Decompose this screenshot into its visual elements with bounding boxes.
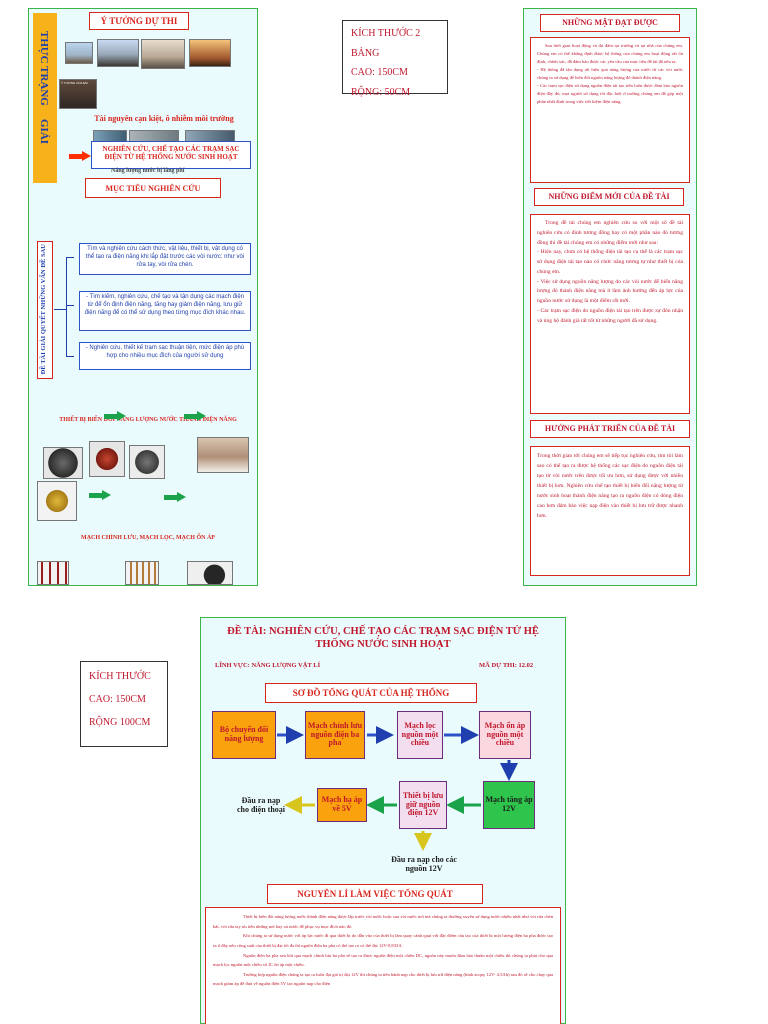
field-label: LĨNH VỰC: NĂNG LƯỢNG VẬT LÍ [215, 662, 321, 669]
poster-title-prefix: ĐỀ TÀI: [227, 626, 267, 637]
size-box-two-boards-width: RỘNG: 50CM [351, 86, 411, 98]
turbine-photo-1 [43, 447, 83, 479]
node-energy-converter: Bộ chuyển đổi năng lượng [212, 711, 276, 759]
left-poster-board: Ý TƯỞNG DỰ THI THỰC TRẠNG GIẢI Ý TƯỞNG C… [28, 8, 258, 586]
objective-item-1: Tìm và nghiên cứu cách thức, vật liệu, t… [79, 243, 251, 275]
poster-title: ĐỀ TÀI: NGHIÊN CỨU, CHẾ TẠO CÁC TRẠM SẠC… [205, 625, 561, 651]
achievements-header: NHỮNG MẶT ĐẠT ĐƯỢC [540, 14, 680, 32]
objective-item-3: - Nghiên cứu, thiết kế trạm sạc thuận ti… [79, 342, 251, 370]
size-box-main-board: KÍCH THƯỚC CAO: 150CM RỘNG 100CM [80, 661, 168, 747]
arrow-red-icon [69, 151, 91, 161]
pollution-photo-1 [65, 42, 93, 64]
group-label-box [37, 241, 53, 379]
node-battery-12v: Thiết bị lưu giữ nguồn điện 12V [399, 781, 447, 829]
idea-photo: Ý TƯỞNG CỦA EM [59, 79, 97, 109]
students-photo [197, 437, 249, 473]
wasted-water-caption: Năng lượng nước bị lãng phí [111, 168, 185, 174]
idea-title: Ý TƯỞNG DỰ THI [89, 12, 189, 30]
pollution-photo-2 [97, 39, 139, 67]
circuit-photo-1 [37, 561, 69, 585]
bracket-vertical [66, 257, 67, 357]
bracket-tick-1 [66, 257, 74, 258]
principle-paragraph-1: Thiết bị biến đổi năng lượng nước thành … [213, 914, 553, 929]
circuit-photo-2 [125, 561, 159, 585]
principle-header: NGUYÊN LÍ LÀM VIỆC TỔNG QUÁT [267, 884, 483, 904]
circuit-photo-3 [187, 561, 233, 585]
bracket-tick-3 [66, 356, 74, 357]
achievements-panel: Sau thời gian hoạt động và thi đấm tại t… [530, 37, 690, 183]
objective-item-2: - Tìm kiếm, nghiên cứu, chế tạo và tận d… [79, 291, 251, 331]
arrow-right-icon [104, 411, 126, 421]
size-box-main-board-height: CAO: 150CM [89, 694, 146, 705]
side-label-solution: GIẢI [38, 119, 50, 145]
bracket-tick-2 [66, 305, 74, 306]
size-box-main-board-width: RỘNG 100CM [89, 717, 151, 728]
principle-panel: Thiết bị biến đổi năng lượng nước thành … [205, 907, 561, 1024]
turbine-photo-3 [129, 445, 165, 479]
size-box-main-board-title: KÍCH THƯỚC [89, 671, 151, 682]
arrow-right-icon [89, 490, 111, 500]
turbine-photo-2 [89, 441, 125, 477]
main-poster-board: ĐỀ TÀI: NGHIÊN CỨU, CHẾ TẠO CÁC TRẠM SẠC… [200, 617, 566, 1024]
project-title-box: NGHIÊN CỨU, CHẾ TẠO CÁC TRẠM SẠC ĐIỆN TỪ… [91, 141, 251, 169]
right-poster-board: NHỮNG MẶT ĐẠT ĐƯỢC Sau thời gian hoạt độ… [523, 8, 697, 586]
new-points-paragraph-4: - Các trạm sạc điện do nguồn điện tái tạ… [537, 308, 683, 324]
size-box-two-boards: KÍCH THƯỚC 2 BẢNG CAO: 150CM RỘNG: 50CM [342, 20, 448, 98]
generator-photo [37, 481, 77, 521]
diagram-header: SƠ ĐỒ TỔNG QUÁT CỦA HỆ THỐNG [265, 683, 477, 703]
principle-paragraph-4: Trường hợp nguồn điện chúng ta tạo ra lu… [213, 971, 553, 987]
pollution-caption: Tài nguyên cạn kiệt, ô nhiễm môi trường [94, 114, 234, 123]
node-buck-5v: Mạch hạ áp về 5V [317, 788, 367, 822]
development-panel: Trong thời gian tới chúng em sẽ tiếp tục… [530, 446, 690, 576]
diagram-arrows [277, 726, 518, 851]
poster-title-line1: NGHIÊN CỨU, CHẾ TẠO CÁC TRẠM SẠC ĐIỆN TỬ… [268, 626, 539, 637]
size-box-two-boards-height: CAO: 150CM [351, 67, 408, 78]
node-three-phase-rectifier: Mạch chỉnh lưu nguồn điện ba pha [305, 711, 365, 759]
node-boost-12v: Mạch tăng áp 12V [483, 781, 535, 829]
pollution-photo-4 [189, 39, 231, 67]
new-points-paragraph-1: Trong đề tài chúng em nghiên cứu so với … [537, 220, 683, 246]
achievements-paragraph-2: - Hệ thống đã tận dụng rất hiệu quả năng… [537, 67, 683, 81]
project-code: MÃ DỰ THI: 12.02 [479, 662, 534, 669]
principle-paragraph-3: Nguồn điện ba pha sau khi qua mạch chỉnh… [213, 952, 553, 968]
node-dc-filter: Mạch lọc nguồn một chiều [397, 711, 443, 759]
group-label: ĐỀ TÀI GIẢI QUYẾT NHỮNG VẤN ĐỀ SAU [40, 244, 47, 375]
arrow-right-icon [164, 492, 186, 502]
node-phone-output: Đầu ra nạp cho điện thoại [236, 796, 285, 814]
node-12v-output: Đầu ra nạp cho các nguồn 12V [391, 855, 457, 873]
circuit-label: MẠCH CHỈNH LƯU, MẠCH LỌC, MẠCH ỔN ÁP [81, 535, 215, 541]
status-side-panel [33, 13, 57, 183]
arrow-right-icon [184, 411, 206, 421]
size-box-two-boards-title: KÍCH THƯỚC 2 BẢNG [351, 28, 421, 59]
bracket-line [54, 309, 66, 310]
achievements-paragraph-3: - Các trạm sạc điện sử dụng nguồn điện t… [537, 83, 683, 105]
objective-header: MỤC TIÊU NGHIÊN CỨU [85, 178, 221, 198]
node-dc-regulator: Mạch ổn áp nguồn một chiều [479, 711, 531, 759]
pollution-photo-3 [141, 39, 185, 69]
development-paragraph: Trong thời gian tới chúng em sẽ tiếp tục… [537, 453, 683, 520]
side-label-status: THỰC TRẠNG [38, 31, 50, 106]
achievements-paragraph-1: Sau thời gian hoạt động và thi đấm tại t… [537, 43, 683, 65]
converter-label: THIẾT BỊ BIẾN ĐỔI NĂNG LƯỢNG NƯỚC THÀNH … [59, 417, 237, 423]
poster-title-line2: THỐNG NƯỚC SINH HOẠT [315, 639, 451, 651]
idea-photo-caption: Ý TƯỞNG CỦA EM [61, 81, 88, 85]
principle-paragraph-2: Khi chúng ta sử dụng nước với áp lực nướ… [213, 933, 553, 948]
new-points-paragraph-3: - Việc sử dụng nguồn năng lượng do các v… [537, 278, 683, 305]
new-points-paragraph-2: - Hiện nay, chưa có hệ thống điện tái tạ… [537, 249, 683, 275]
new-points-panel: Trong đề tài chúng em nghiên cứu so với … [530, 214, 690, 414]
development-header: HƯỚNG PHÁT TRIỂN CỦA ĐỀ TÀI [530, 420, 690, 438]
new-points-header: NHỮNG ĐIỂM MỚI CỦA ĐỀ TÀI [534, 188, 684, 206]
